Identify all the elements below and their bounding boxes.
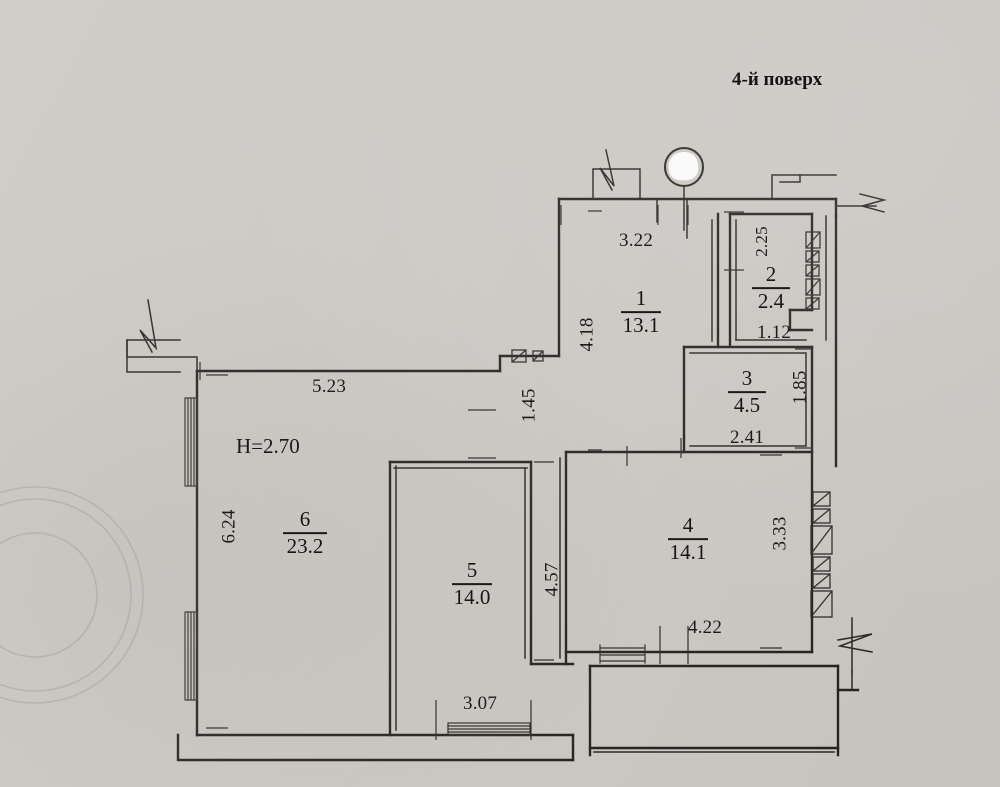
- room-area: 4.5: [733, 392, 761, 417]
- room-number: 2: [765, 262, 777, 287]
- dimension-label: 6.24: [218, 509, 240, 544]
- room-rule: [728, 391, 766, 393]
- room-number: 5: [466, 558, 478, 583]
- room-number: 3: [741, 366, 753, 391]
- dimension-label: 3.33: [769, 516, 791, 551]
- room-number: 6: [299, 507, 311, 532]
- dimension-label: 1.45: [518, 388, 540, 423]
- ceiling-height-note: H=2.70: [236, 434, 300, 458]
- room-rule: [752, 287, 790, 289]
- dimension-label: 4.22: [688, 617, 723, 638]
- dimension-label: 4.18: [576, 317, 598, 352]
- room-label-2: 2 2.4: [752, 263, 790, 313]
- room-label-1: 1 13.1: [621, 287, 661, 337]
- stamp-watermark: [0, 486, 144, 704]
- room-area: 23.2: [286, 533, 324, 558]
- room-area: 14.0: [453, 584, 491, 609]
- room-label-4: 4 14.1: [668, 514, 708, 564]
- room-rule: [283, 532, 327, 534]
- room-rule: [668, 538, 708, 540]
- dimension-label: 3.22: [619, 230, 654, 251]
- room-label-6: 6 23.2: [283, 508, 327, 558]
- dimension-label: 4.57: [541, 562, 563, 597]
- room-area: 13.1: [622, 312, 660, 337]
- dimension-label: 2.41: [730, 427, 765, 448]
- room-rule: [621, 311, 661, 313]
- page-title: 4-й поверх: [732, 69, 823, 90]
- dimension-label: 5.23: [312, 376, 347, 397]
- room-label-3: 3 4.5: [728, 367, 766, 417]
- dimension-label: 3.07: [463, 693, 498, 714]
- room-label-5: 5 14.0: [452, 559, 492, 609]
- room-area: 14.1: [669, 539, 707, 564]
- dimension-label: 1.12: [757, 322, 792, 343]
- room-number: 1: [635, 286, 647, 311]
- room-area: 2.4: [757, 288, 785, 313]
- dimension-label: 1.85: [789, 370, 811, 405]
- room-number: 4: [682, 513, 694, 538]
- room-rule: [452, 583, 492, 585]
- dimension-label: 2.25: [751, 226, 771, 257]
